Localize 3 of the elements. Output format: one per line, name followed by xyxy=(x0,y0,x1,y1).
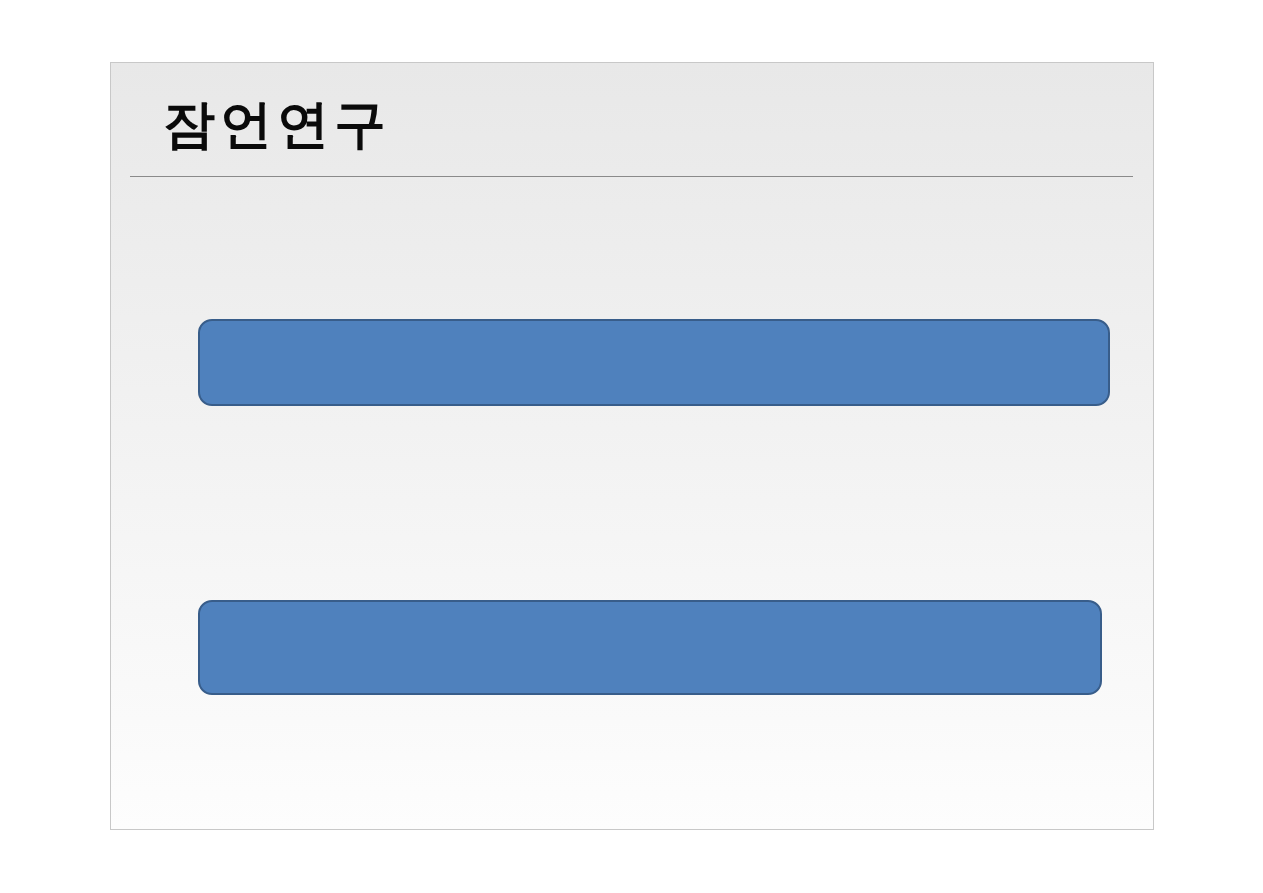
rounded-box xyxy=(198,600,1102,695)
slide-title: 잠언연구 xyxy=(163,93,391,156)
rounded-box xyxy=(198,319,1110,406)
